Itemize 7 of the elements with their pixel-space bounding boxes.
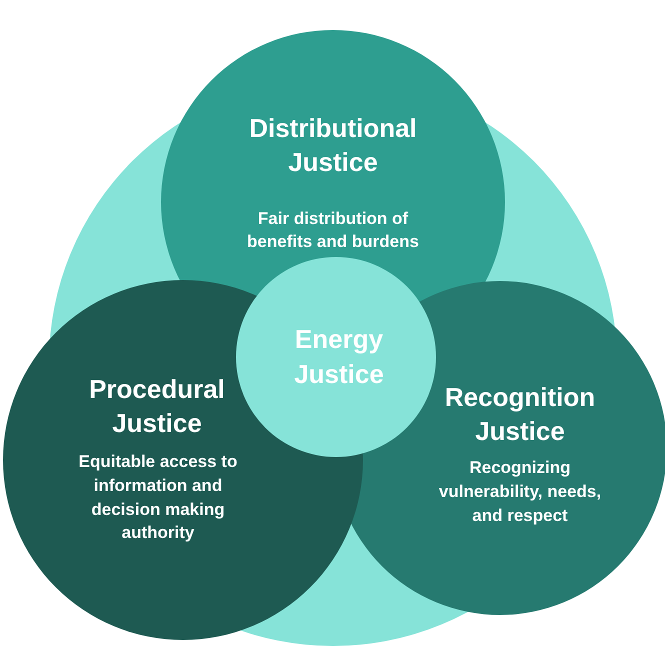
heading: Procedural Justice (88, 373, 226, 440)
description: Recognizing vulnerability, needs, and respect (438, 457, 602, 527)
heading: Recognition Justice (444, 381, 596, 448)
description: Equitable access to information and decision making authority (78, 451, 238, 544)
description: Fair distribution of benefits and burdens (246, 208, 420, 253)
heading: Distributional Justice (248, 112, 418, 179)
heading: Energy Justice (293, 323, 385, 392)
